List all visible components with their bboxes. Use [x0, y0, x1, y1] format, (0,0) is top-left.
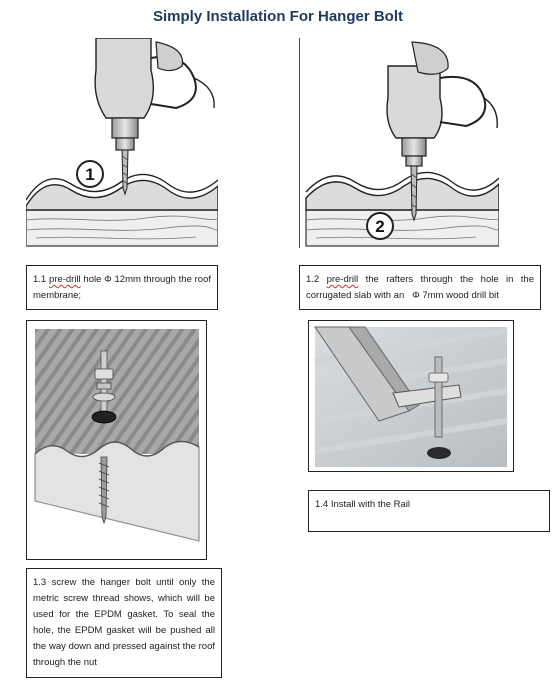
spellcheck-flagged-word: pre-drill: [326, 274, 359, 285]
caption-text: the rafters through the hole in the corr…: [306, 274, 534, 301]
page-title: Simply Installation For Hanger Bolt: [152, 8, 404, 25]
step-number-text: 2: [375, 217, 384, 236]
step-1-1-illustration: 1: [26, 38, 218, 248]
step-1-3-photo-frame: [26, 320, 207, 560]
step-1-2-caption: 1.2 pre-drill the rafters through the ho…: [299, 265, 541, 310]
caption-prefix: 1.2: [306, 274, 327, 285]
caption-prefix: 1.1: [33, 274, 49, 285]
caption-text: hole Φ 12mm through the roof membrane;: [33, 274, 211, 301]
step-1-2-illustration: 2: [299, 38, 500, 248]
drill-hole-illustration: 1: [26, 38, 218, 247]
step-number-badge: [76, 160, 104, 188]
rail-installed-image: [314, 326, 508, 467]
step-1-4-photo-frame: [308, 320, 514, 472]
step-1-1-caption: 1.1 pre-drill hole Φ 12mm through the ro…: [26, 265, 218, 310]
step-number-badge: [366, 212, 394, 240]
spellcheck-flagged-word: pre-drill: [48, 274, 81, 285]
step-number-text: 1: [85, 165, 94, 184]
step-1-4-caption: 1.4 Install with the Rail: [308, 490, 550, 532]
drill-rafter-illustration: 2: [305, 41, 499, 247]
step-1-3-caption: 1.3 screw the hanger bolt until only the…: [26, 568, 222, 678]
hanger-bolt-installed-image: [34, 329, 200, 542]
